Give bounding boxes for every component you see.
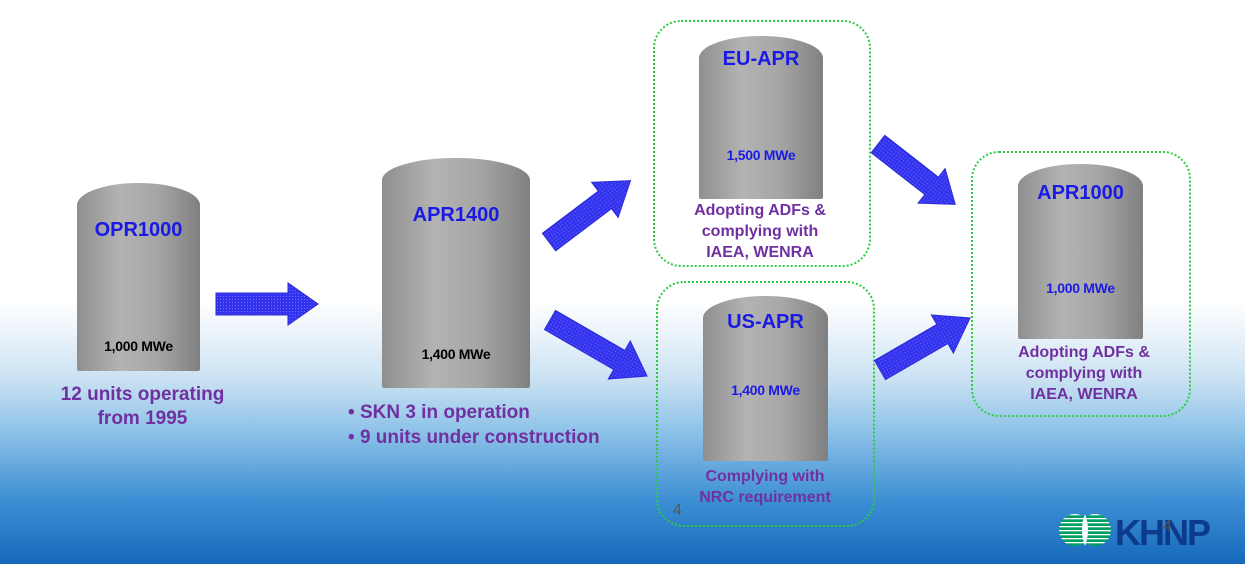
apr1400-title: APR1400	[412, 204, 500, 226]
apr1000-box	[971, 151, 1191, 417]
apr1400-capacity: 1,400 MWe	[421, 346, 491, 362]
opr1000-capacity: 1,000 MWe	[104, 338, 173, 354]
eu-apr-title: EU-APR	[722, 48, 800, 70]
logo-text: KHNP	[1115, 512, 1210, 553]
us-apr-box	[656, 281, 875, 527]
right-arrow-icon	[215, 282, 319, 326]
eu-apr-note: Adopting ADFs & complying with IAEA, WEN…	[694, 202, 826, 261]
right-arrow-icon	[543, 309, 648, 380]
us-apr-capacity: 1,400 MWe	[731, 382, 800, 398]
page-number: 4	[673, 502, 682, 519]
right-arrow-icon	[873, 314, 971, 381]
list-item: 9 units under construction	[348, 425, 600, 450]
khnp-logo-icon: KHNP	[1059, 512, 1212, 553]
opr1000-title: OPR1000	[94, 219, 183, 241]
right-arrow-icon	[870, 134, 956, 205]
eu-apr-box	[653, 20, 871, 267]
eu-apr-capacity: 1,500 MWe	[726, 147, 796, 163]
list-item: SKN 3 in operation	[348, 400, 600, 425]
apr1400-bullet-list: SKN 3 in operation 9 units under constru…	[348, 400, 600, 450]
us-apr-cylinder: US-APR 1,400 MWe	[703, 296, 828, 461]
apr1000-note: Adopting ADFs & complying with IAEA, WEN…	[1018, 344, 1150, 403]
right-arrow-icon	[541, 180, 632, 252]
opr1000-note: 12 units operating from 1995	[60, 384, 225, 429]
page-number-corner: 4	[1163, 518, 1172, 535]
apr1000-title: APR1000	[1037, 182, 1124, 204]
us-apr-title: US-APR	[727, 311, 804, 333]
eu-apr-cylinder: EU-APR 1,500 MWe	[699, 36, 823, 199]
apr1000-capacity: 1,000 MWe	[1046, 280, 1115, 296]
apr1000-cylinder: APR1000 1,000 MWe	[1018, 164, 1143, 339]
apr1400-cylinder: APR1400 1,400 MWe	[382, 158, 530, 388]
us-apr-note: Complying with NRC requirement	[699, 468, 831, 506]
opr1000-cylinder: OPR1000 1,000 MWe	[77, 183, 200, 371]
